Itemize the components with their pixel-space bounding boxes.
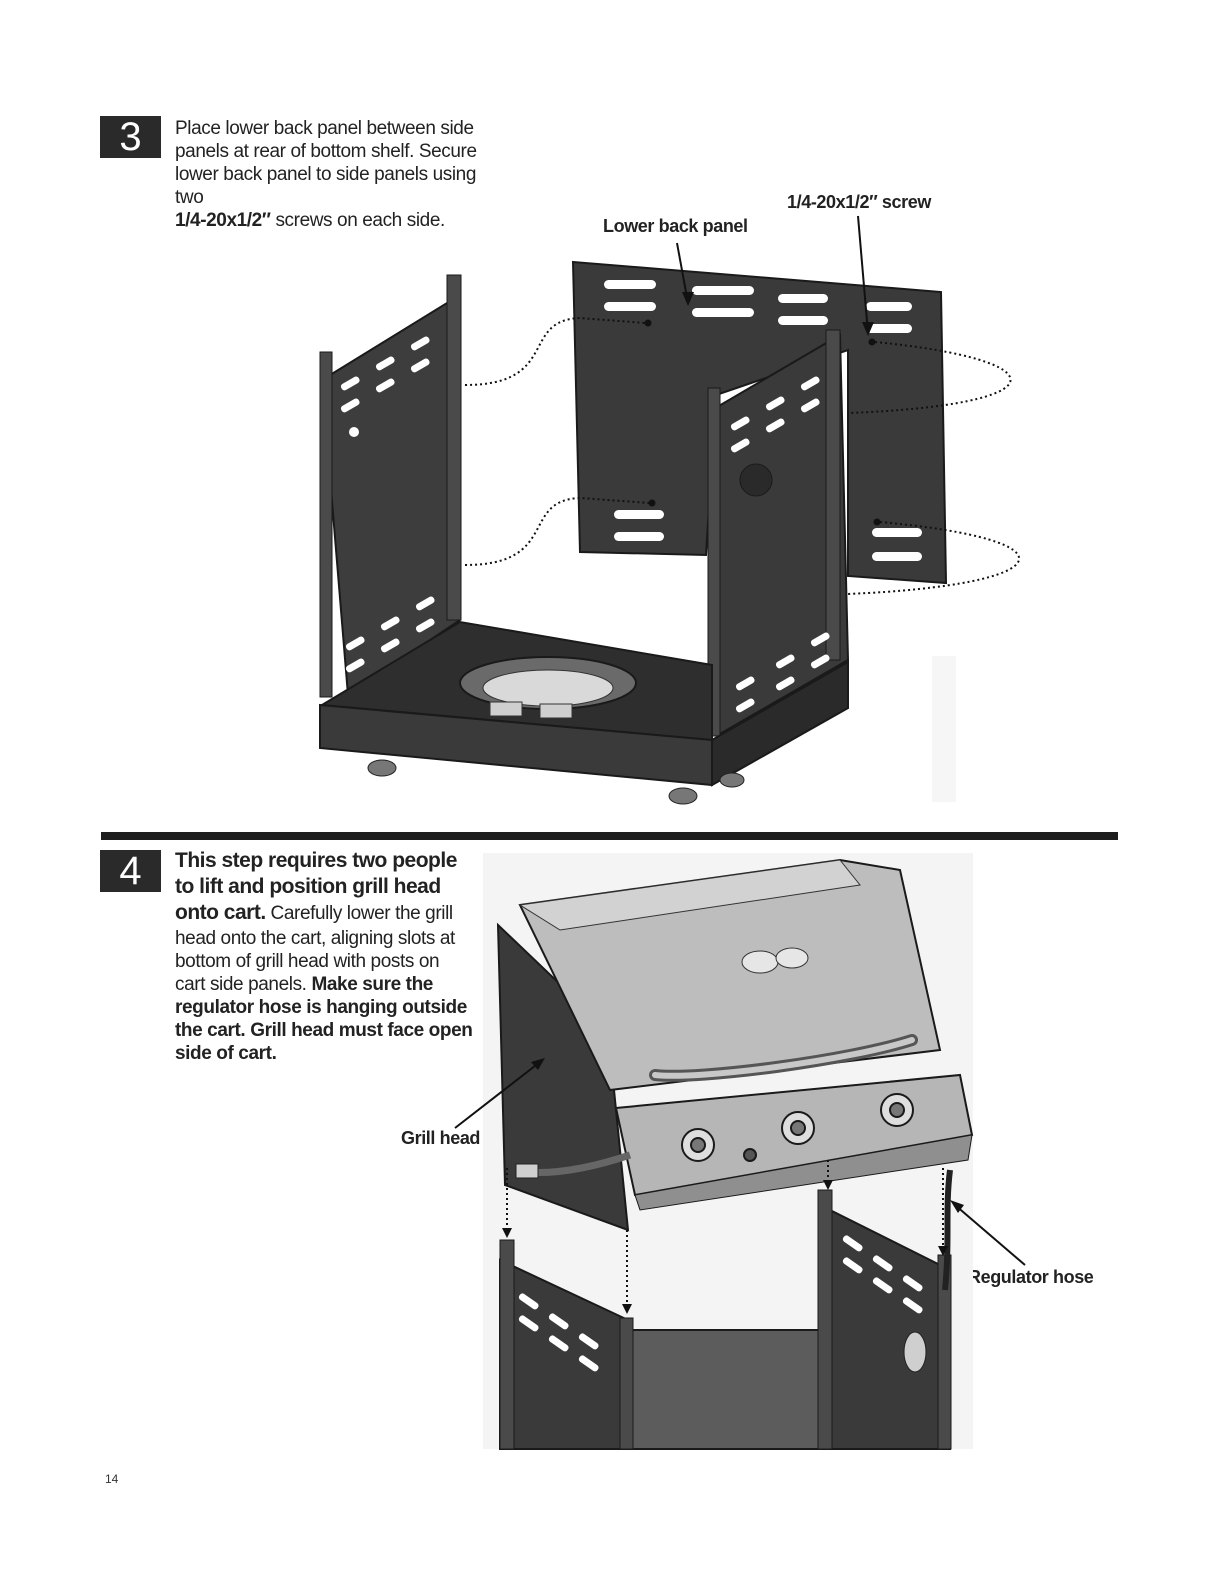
step-4-lead-line: onto cart. bbox=[175, 901, 266, 924]
lower-back-panel-shape bbox=[571, 260, 948, 585]
step-4-lead-line: This step requires two people bbox=[175, 849, 457, 872]
step-3-illustration bbox=[318, 215, 1020, 805]
step-4-text: Carefully lower the grill bbox=[265, 903, 454, 924]
step-3-line: panels at rear of bottom shelf. Secure bbox=[175, 141, 477, 162]
step-4-line: side of cart. bbox=[175, 1043, 277, 1064]
step-3-badge: 3 bbox=[100, 116, 161, 158]
step-3-line-rest: screws on each side. bbox=[270, 210, 445, 231]
step-4-line: head onto the cart, aligning slots at bbox=[175, 928, 455, 949]
step-4-lead-line: to lift and position grill head bbox=[175, 875, 441, 898]
callout-grill-head: Grill head bbox=[401, 1128, 481, 1148]
section-divider bbox=[101, 832, 1118, 840]
step-3-instructions: Place lower back panel between side pane… bbox=[175, 117, 505, 232]
step-4-line: cart side panels. Make sure the bbox=[175, 973, 475, 996]
step-4-line: the cart. Grill head must face open bbox=[175, 1020, 473, 1041]
callout-lower-back-panel: Lower back panel bbox=[603, 216, 748, 236]
step-3-line: lower back panel to side panels using tw… bbox=[175, 164, 477, 208]
screw-spec: 1/4-20x1/2″ bbox=[175, 210, 271, 231]
step-4-badge: 4 bbox=[100, 850, 161, 892]
step-4-bold: Make sure the bbox=[311, 974, 433, 995]
step-4-line: onto cart. Carefully lower the grill bbox=[175, 900, 475, 927]
callout-screw: 1/4-20x1/2″ screw bbox=[787, 192, 931, 212]
callout-regulator-hose: Regulator hose bbox=[968, 1267, 1094, 1287]
step-4-instructions: This step requires two people to lift an… bbox=[175, 848, 475, 1065]
step-3-line: Place lower back panel between side bbox=[175, 118, 474, 139]
step-4-line: bottom of grill head with posts on bbox=[175, 951, 440, 972]
page-number: 14 bbox=[105, 1472, 119, 1486]
step-4-text: cart side panels. bbox=[175, 974, 312, 995]
step-4-line: regulator hose is hanging outside bbox=[175, 997, 467, 1018]
step-3-line: 1/4-20x1/2″ screws on each side. bbox=[175, 209, 505, 232]
